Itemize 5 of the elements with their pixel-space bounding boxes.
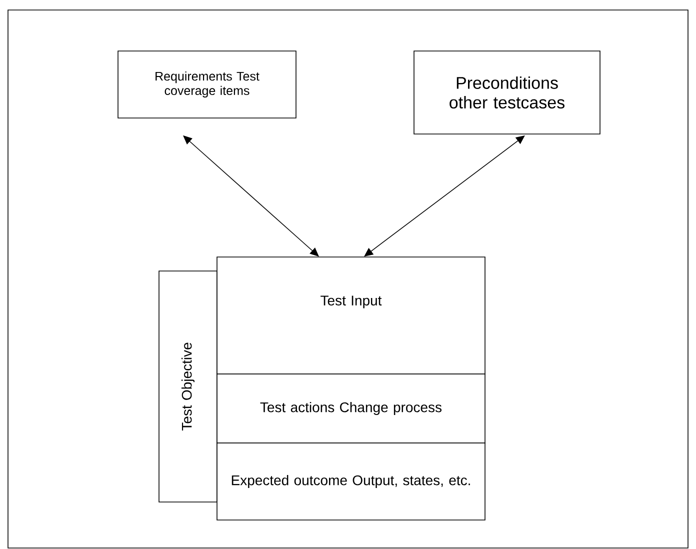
requirements-box: Requirements Test coverage items — [118, 50, 296, 118]
preconditions-box: Preconditions other testcases — [414, 50, 600, 134]
outcome-section: Expected outcome Output, states, etc. — [216, 442, 486, 520]
objective-box: Test Objective — [158, 270, 218, 502]
actions-section: Test actions Change process — [216, 374, 486, 444]
